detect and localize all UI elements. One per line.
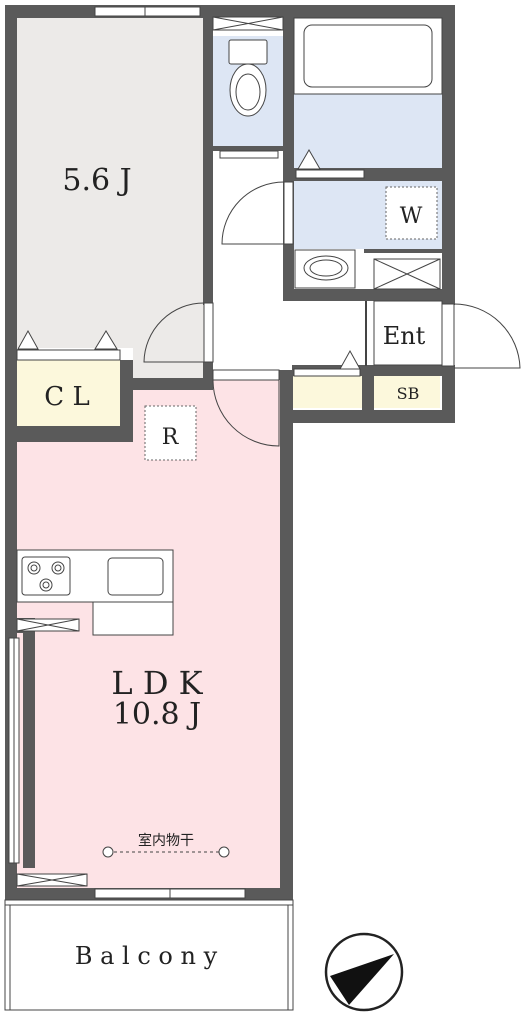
wall-ldk-left-lower: [23, 633, 35, 868]
wall-western-bottom: [120, 378, 213, 390]
refrigerator-space: [144, 405, 197, 461]
wall-western-right: [203, 5, 213, 305]
wall-ldk-right: [280, 380, 293, 900]
wall-western-right-lower: [203, 362, 213, 390]
toilet-icon: [228, 39, 268, 117]
wall-washroom-bottom: [283, 289, 455, 301]
door-toilet: [219, 150, 279, 159]
western-room-floor: [17, 18, 204, 348]
balcony-label: B a l c o n y: [75, 942, 218, 970]
door-washroom: [283, 181, 294, 245]
ldk-label: L D K: [111, 664, 203, 702]
hallway-floor: [204, 150, 284, 380]
bath-storage-mark: [297, 149, 321, 170]
closet-label: C L: [44, 382, 89, 412]
hall-storage: [292, 376, 362, 408]
shoe-box-floor: [374, 376, 440, 408]
wall-right-entrance: [442, 365, 455, 423]
wall-top: [5, 5, 455, 18]
entrance-cabinet: [373, 258, 443, 366]
closet-door: [16, 349, 121, 361]
windows: [8, 6, 284, 899]
doors: [143, 150, 521, 447]
shoe-box-label: SB: [397, 384, 420, 403]
washbasin-icon: [294, 249, 356, 289]
washer-pan: [385, 186, 438, 240]
closet-fixtures: [16, 149, 361, 377]
entrance-label: Ent: [383, 322, 426, 350]
labels: 5.6 J C L R W Ent SB L D K 10.8 J 室内物干 B…: [44, 163, 425, 970]
closet-floor: [17, 360, 120, 426]
wall-washroom-mid: [364, 249, 442, 253]
kitchen-sink-icon: [107, 557, 164, 596]
balcony: [4, 899, 294, 1011]
western-room-label: 5.6 J: [62, 163, 131, 198]
north-arrow-icon: [324, 932, 404, 1012]
indoor-drying-pole: [102, 846, 230, 858]
door-ldk: [212, 369, 280, 381]
wall-bottom-entrance: [280, 410, 455, 423]
kitchen-counter: [16, 549, 174, 636]
indoor-drying-label: 室内物干: [138, 832, 194, 849]
door-bath: [295, 169, 365, 179]
window-western-top: [94, 6, 201, 17]
wall-sb-divider: [362, 370, 374, 410]
refrigerator-label: R: [162, 425, 180, 450]
wall-toilet-right: [283, 5, 294, 183]
gas-stove-icon: [21, 556, 71, 596]
door-entrance: [441, 303, 455, 367]
wall-closet-bottom: [5, 426, 133, 442]
wall-right-bath: [442, 5, 455, 305]
ldk-size-label: 10.8 J: [113, 697, 201, 732]
wall-toilet-bottom: [213, 146, 283, 151]
door-western: [203, 302, 214, 363]
wall-closet-right: [120, 360, 133, 442]
bathtub-icon: [293, 17, 443, 95]
washer-label: W: [400, 204, 423, 229]
